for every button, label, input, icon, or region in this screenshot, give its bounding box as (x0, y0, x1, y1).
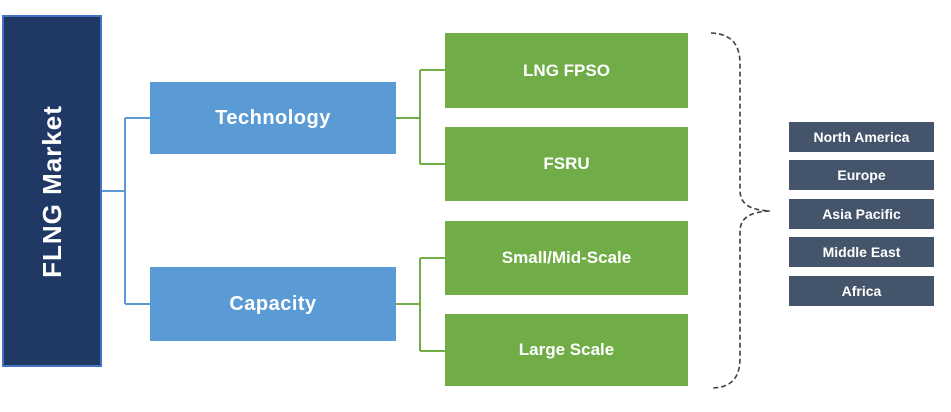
region-node-north-america: North America (789, 122, 934, 152)
region-node-europe: Europe (789, 160, 934, 190)
branch-capacity-label: Capacity (229, 292, 317, 315)
leaf-fsru-label: FSRU (543, 154, 590, 173)
branch-technology-label: Technology (215, 106, 331, 129)
leaf-node-large-scale: Large Scale (445, 314, 688, 386)
region-middle-east-label: Middle East (822, 244, 901, 260)
leaf-node-fsru: FSRU (445, 127, 688, 201)
region-europe-label: Europe (837, 167, 886, 183)
region-node-middle-east: Middle East (789, 237, 934, 267)
root-node-flng-market: FLNG Market (2, 15, 102, 367)
curly-brace (710, 32, 771, 389)
leaf-node-small-mid-scale: Small/Mid-Scale (445, 221, 688, 295)
leaf-large-scale-label: Large Scale (518, 340, 615, 359)
leaf-lng-fpso-label: LNG FPSO (523, 60, 610, 80)
connector-root-branches (102, 117, 150, 305)
connector-technology-leaves (396, 69, 445, 165)
region-africa-label: Africa (841, 283, 882, 299)
leaf-node-lng-fpso: LNG FPSO (445, 33, 688, 108)
branch-node-capacity: Capacity (150, 267, 396, 341)
branch-node-technology: Technology (150, 82, 396, 154)
region-node-asia-pacific: Asia Pacific (789, 199, 934, 229)
root-node-label: FLNG Market (36, 104, 67, 278)
connector-capacity-leaves (396, 257, 445, 352)
region-node-africa: Africa (789, 276, 934, 306)
region-north-america-label: North America (813, 129, 910, 145)
region-asia-pacific-label: Asia Pacific (822, 206, 901, 222)
leaf-small-mid-scale-label: Small/Mid-Scale (501, 248, 632, 267)
